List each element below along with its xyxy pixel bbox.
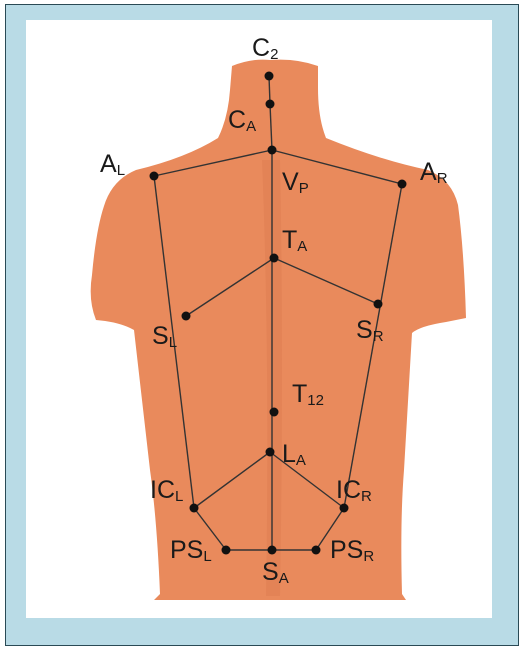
point-al — [150, 172, 159, 181]
point-psr — [312, 546, 321, 555]
point-t12 — [270, 408, 279, 417]
label-c2: C2 — [252, 34, 278, 63]
point-la — [266, 448, 275, 457]
point-ca — [266, 100, 275, 109]
label-ar: AR — [420, 158, 448, 187]
point-sa — [268, 546, 277, 555]
point-ta — [270, 254, 279, 263]
point-sl — [182, 312, 191, 321]
point-ar — [398, 180, 407, 189]
label-al: AL — [100, 150, 125, 179]
point-icr — [340, 504, 349, 513]
point-c2 — [265, 72, 274, 81]
point-psl — [222, 546, 231, 555]
point-vp — [268, 146, 277, 155]
point-sr — [374, 300, 383, 309]
point-icl — [190, 504, 199, 513]
